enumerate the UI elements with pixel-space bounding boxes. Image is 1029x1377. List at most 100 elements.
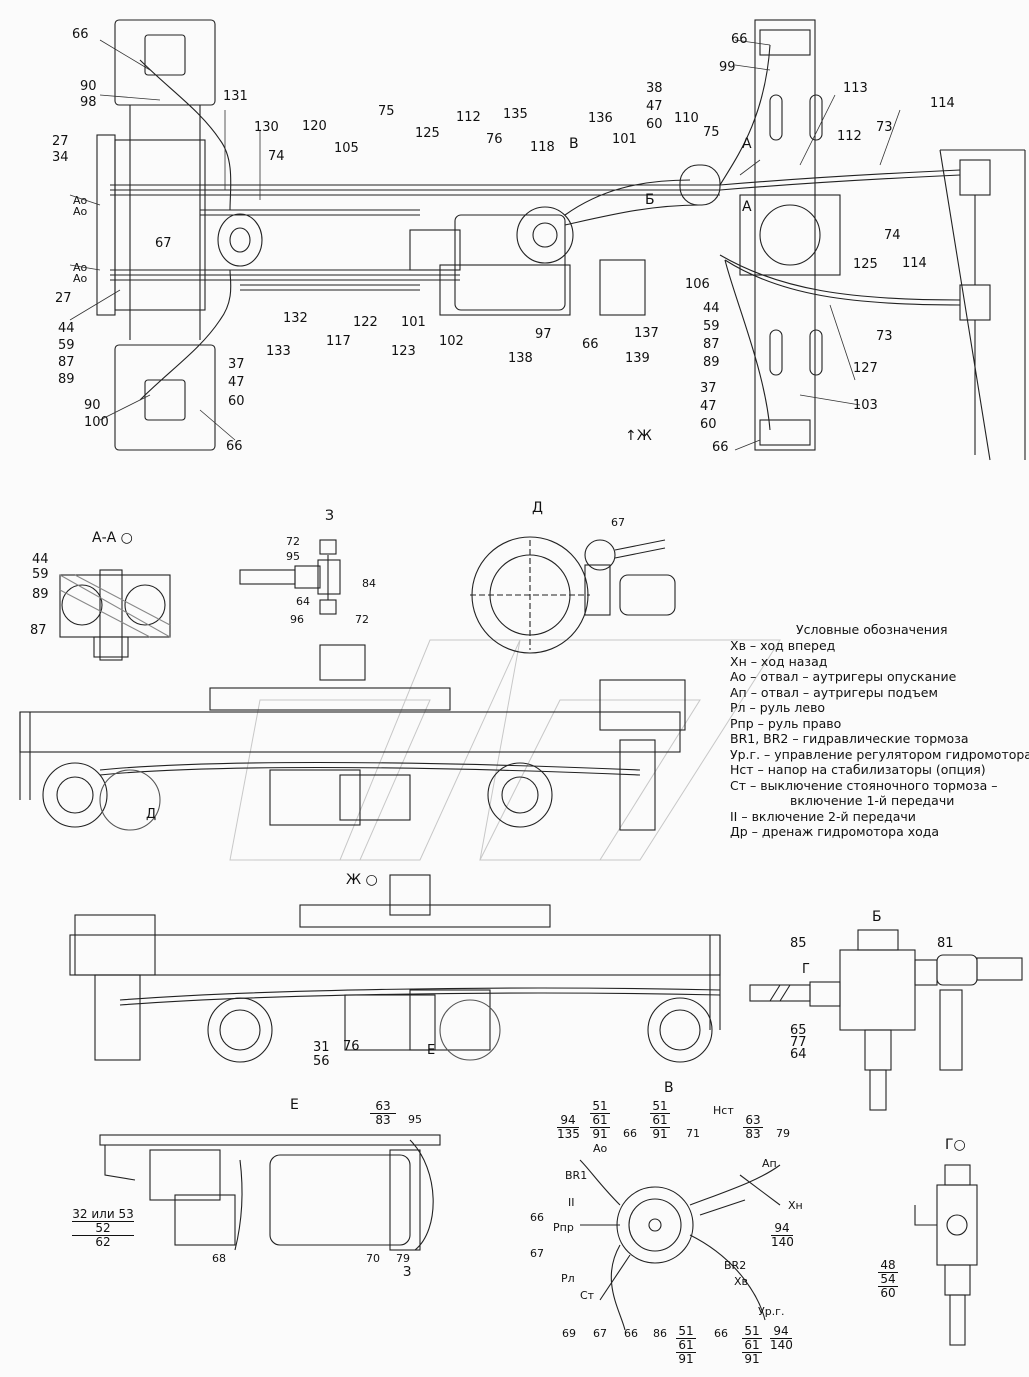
callout: 66 bbox=[582, 337, 599, 352]
detail-v-title: В bbox=[664, 1080, 674, 1096]
legend-item: Рпр – руль право bbox=[730, 715, 842, 731]
callout: 73 bbox=[876, 120, 893, 135]
callout: 27 bbox=[52, 134, 69, 149]
callout: 114 bbox=[930, 96, 955, 111]
callout: Хн bbox=[788, 1199, 803, 1212]
callout: 87 bbox=[703, 337, 720, 352]
callout: 67 bbox=[593, 1327, 607, 1340]
callout: 113 bbox=[843, 81, 868, 96]
callout: 136 bbox=[588, 111, 613, 126]
callout: 132 bbox=[283, 311, 308, 326]
legend-item: II – включение 2-й передачи bbox=[730, 808, 916, 824]
callout: 95 bbox=[408, 1113, 422, 1126]
callout: 100 bbox=[84, 415, 109, 430]
callout: 68 bbox=[212, 1252, 226, 1265]
legend-item: Ст – выключение стояночного тормоза – bbox=[730, 777, 998, 793]
callout: 70 bbox=[366, 1252, 380, 1265]
detail-g-drawing bbox=[914, 1164, 978, 1346]
callout: Ап bbox=[762, 1157, 777, 1170]
callout: 89 bbox=[703, 355, 720, 370]
legend-item: Ао – отвал – аутригеры опускание bbox=[730, 669, 957, 684]
callout: 131 bbox=[223, 89, 248, 104]
callout: Д bbox=[146, 807, 157, 822]
callout: 118 bbox=[530, 140, 555, 155]
callout: 64 bbox=[790, 1047, 807, 1062]
callout: 117 bbox=[326, 334, 351, 349]
callout: 38 bbox=[646, 81, 663, 96]
callout: 86 bbox=[653, 1327, 667, 1340]
callout: 133 bbox=[266, 344, 291, 359]
leader-lines bbox=[69, 39, 901, 451]
callout: 76 bbox=[486, 132, 503, 147]
callout: Рл bbox=[561, 1272, 575, 1285]
section-marker-a: А bbox=[742, 199, 752, 215]
detail-d-drawing bbox=[470, 536, 676, 654]
callout: 37 bbox=[228, 357, 245, 372]
callout: 66 bbox=[530, 1211, 544, 1224]
callout: 125 bbox=[415, 126, 440, 141]
callout: 47 bbox=[700, 399, 717, 414]
callout: 67 bbox=[611, 516, 625, 529]
detail-g-title: Г○ bbox=[945, 1137, 966, 1153]
callout: 77 bbox=[790, 1035, 807, 1050]
callout: Ао bbox=[593, 1142, 608, 1155]
callout: 89 bbox=[58, 372, 75, 387]
callout: 122 bbox=[353, 315, 378, 330]
callout: 47 bbox=[228, 375, 245, 390]
callout: 66 bbox=[731, 32, 748, 47]
callout: 44 bbox=[703, 301, 720, 316]
detail-e-drawing bbox=[99, 1134, 441, 1251]
legend-item: Др – дренаж гидромотора хода bbox=[730, 824, 940, 839]
detail-z-title: З bbox=[325, 508, 334, 524]
callout: 75 bbox=[703, 125, 720, 140]
callout: 106 bbox=[685, 277, 710, 292]
callout: 44 bbox=[58, 321, 75, 336]
callout: 102 bbox=[439, 334, 464, 349]
callout: 59 bbox=[703, 319, 720, 334]
legend-item: Хв – ход вперед bbox=[730, 638, 836, 653]
callout: 90 bbox=[80, 79, 97, 94]
callout: Е bbox=[427, 1043, 436, 1058]
section-marker-a: А bbox=[742, 136, 752, 152]
callout: 31 bbox=[313, 1040, 330, 1055]
callout: 112 bbox=[456, 110, 481, 125]
callout: 85 bbox=[790, 936, 807, 951]
callout: 89 bbox=[32, 587, 49, 602]
legend-item: Ур.г. – управление регулятором гидромото… bbox=[730, 746, 1029, 762]
callout: 67 bbox=[155, 236, 172, 251]
legend: Условные обозначения Хв – ход вперед Хн … bbox=[730, 622, 1029, 840]
callout: 84 bbox=[362, 577, 376, 590]
legend-title: Условные обозначения bbox=[796, 622, 948, 637]
callout: Рпр bbox=[553, 1221, 574, 1234]
callout: 76 bbox=[343, 1039, 360, 1054]
callout: 66 bbox=[72, 27, 89, 42]
callout: 59 bbox=[32, 567, 49, 582]
callout: 56 bbox=[313, 1054, 330, 1069]
callout: 47 bbox=[646, 99, 663, 114]
callout: 79 bbox=[396, 1252, 410, 1265]
callout: 27 bbox=[55, 291, 72, 306]
callout: 81 bbox=[937, 936, 954, 951]
callout: 75 bbox=[378, 104, 395, 119]
callout: 69 bbox=[562, 1327, 576, 1340]
side-view-middle bbox=[19, 644, 686, 831]
callout: 114 bbox=[902, 256, 927, 271]
callout: 66 bbox=[712, 440, 729, 455]
callout: 105 bbox=[334, 141, 359, 156]
callout: 101 bbox=[612, 132, 637, 147]
callout: 96 bbox=[290, 613, 304, 626]
callout: 135 bbox=[503, 107, 528, 122]
view-marker-zh: Ж bbox=[636, 428, 652, 444]
callout: 72 bbox=[355, 613, 369, 626]
side-view-zh bbox=[69, 874, 721, 1063]
detail-e-title: Е bbox=[290, 1097, 299, 1113]
callout: BR2 bbox=[724, 1259, 747, 1272]
callout: 97 bbox=[535, 327, 552, 342]
